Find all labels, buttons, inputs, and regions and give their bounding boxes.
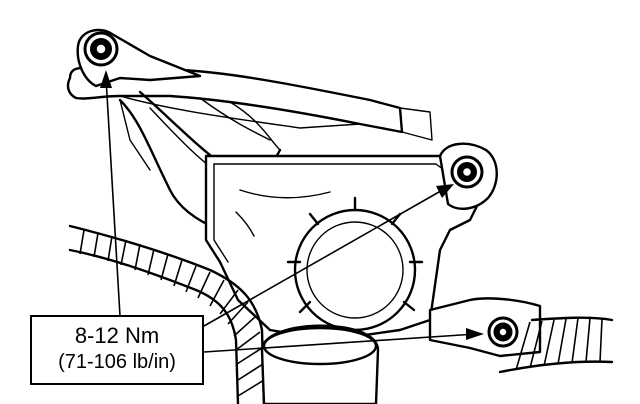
torque-nm-label: 8-12 Nm <box>74 323 160 348</box>
nut-lower-right <box>487 316 519 348</box>
corrugated-hose-right <box>498 316 614 374</box>
leader-to-top-nut <box>105 77 121 317</box>
nut-right-upper <box>450 155 484 189</box>
corrugated-hose-left <box>68 224 266 404</box>
torque-lbin-label: (71-106 lb/in) <box>58 351 176 373</box>
lower-pipe <box>260 324 380 404</box>
lower-right-bracket <box>428 297 542 358</box>
arrowhead-top-nut <box>100 70 112 88</box>
leader-arrows <box>100 70 484 353</box>
torque-spec-callout: 8-12 Nm (71-106 lb/in) <box>30 315 204 385</box>
arrowhead-lower-nut <box>466 328 484 340</box>
circular-cover <box>286 196 424 332</box>
leader-to-lower-nut <box>203 333 477 353</box>
nut-top-left <box>83 31 119 67</box>
leader-to-right-nut <box>203 187 447 327</box>
arrowhead-right-nut <box>436 184 454 198</box>
